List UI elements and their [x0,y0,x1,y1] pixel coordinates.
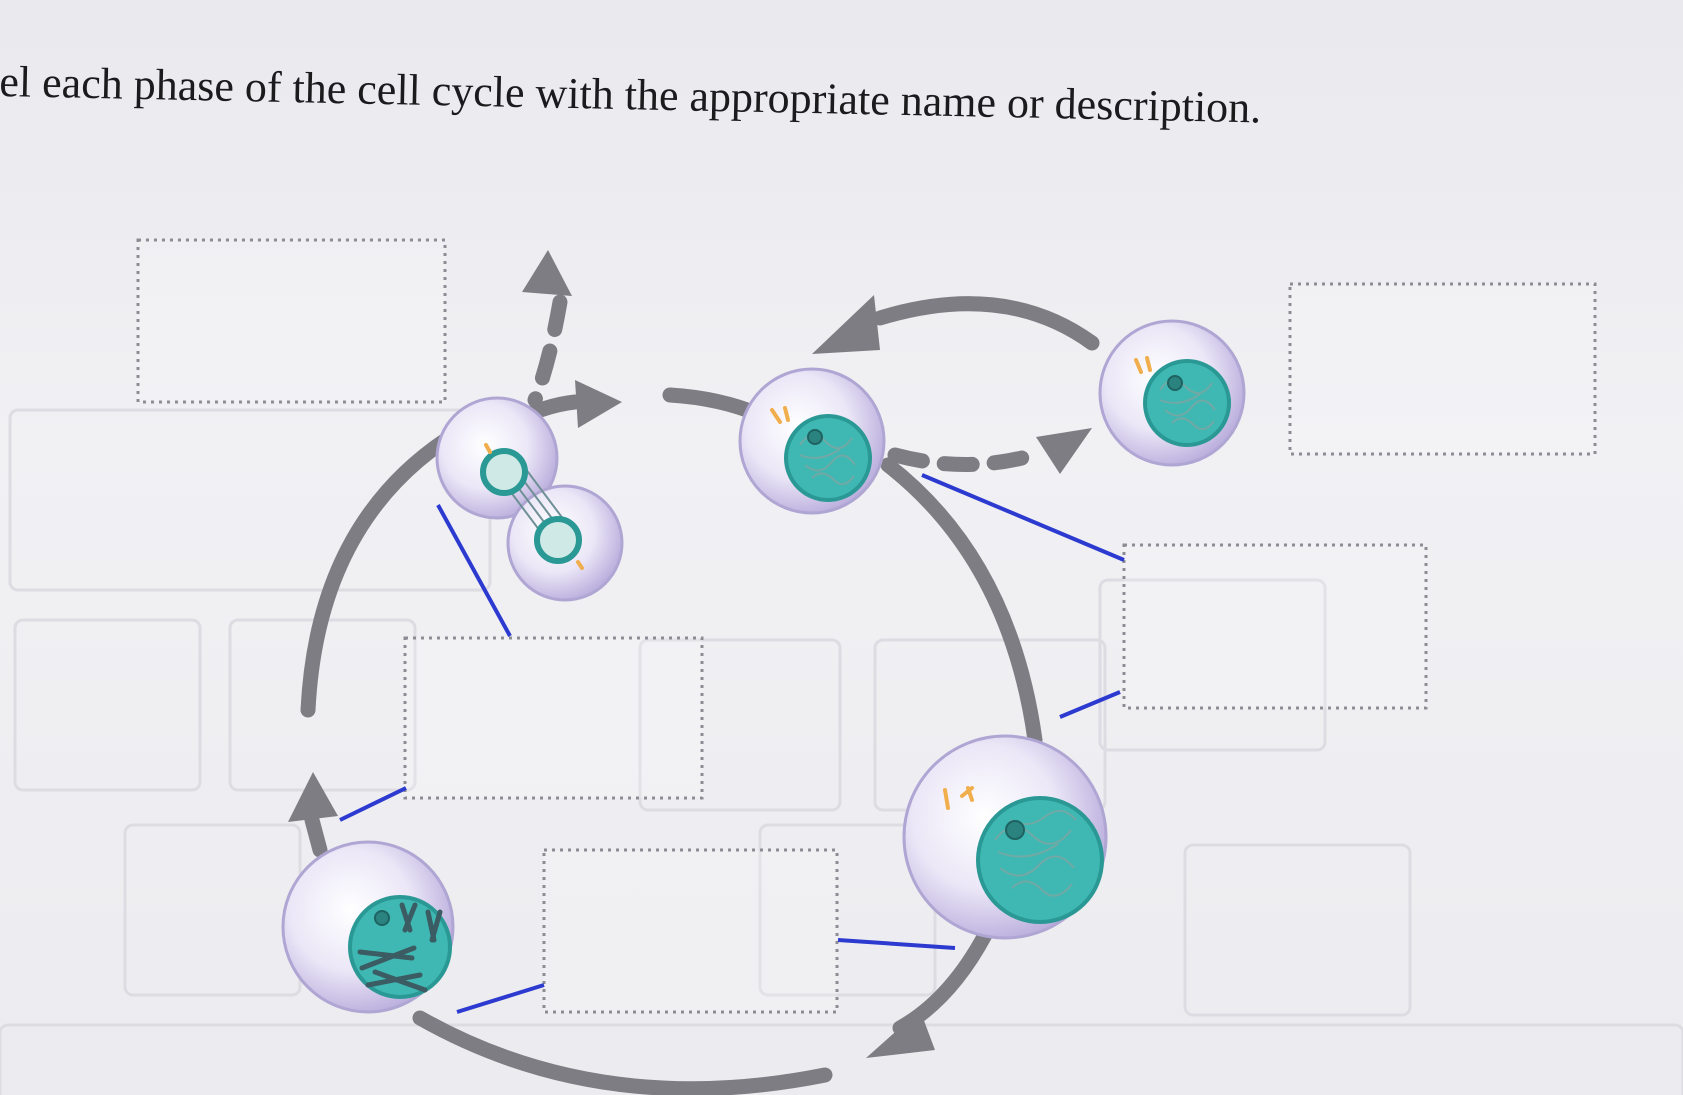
arrow-head-icon [866,1010,935,1058]
prophase-cell [281,840,455,1014]
label-slot-right[interactable] [1122,543,1428,710]
arrow-head-icon [812,295,880,354]
label-slot-top-left[interactable] [136,238,447,404]
label-slot-top-right[interactable] [1288,282,1597,456]
arrow-head-icon [522,250,572,296]
label-slot-center[interactable] [403,636,704,800]
interphase-cell-right [1098,319,1246,467]
cycle-arrows [288,250,1100,1095]
arrow-head-icon [1036,428,1092,474]
interphase-cell-top [738,367,886,515]
dividing-cell [435,396,624,602]
leader-lines [339,473,1125,1014]
arrow-head-icon [575,380,622,428]
interphase-cell-large [902,734,1108,940]
label-slot-bottom[interactable] [542,848,839,1014]
background-tiles [0,408,1683,1095]
arrow-head-icon [288,772,338,822]
